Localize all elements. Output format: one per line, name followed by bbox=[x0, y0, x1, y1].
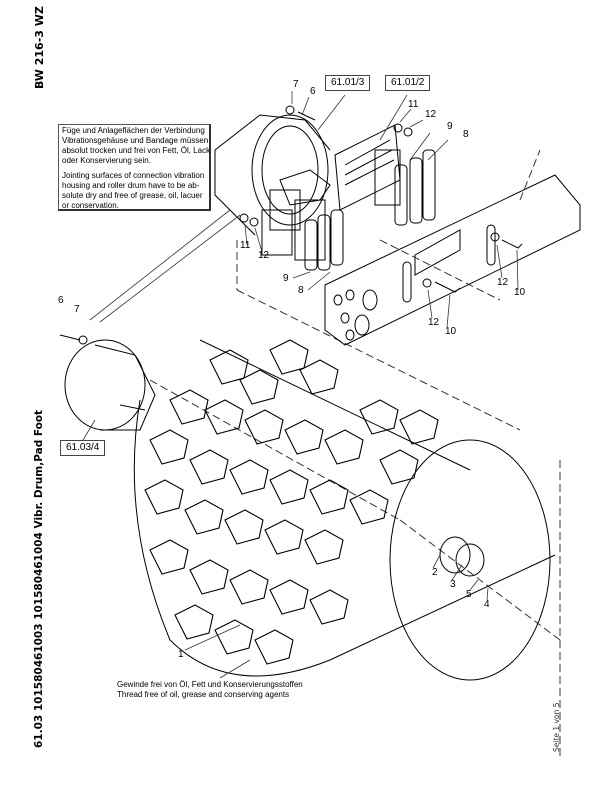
frame-plate bbox=[324, 174, 581, 346]
thread-note-german: Gewinde frei von Öl, Fett und Konservier… bbox=[117, 680, 303, 689]
callout-3: 3 bbox=[450, 579, 456, 590]
rubber-buffer-strips bbox=[261, 124, 436, 271]
callout-7: 7 bbox=[74, 304, 80, 315]
callout-2: 2 bbox=[432, 567, 438, 578]
callout-10: 10 bbox=[514, 287, 526, 298]
reference-box-61-03-4[interactable]: 61.03/4 bbox=[60, 440, 106, 456]
assembly-note-box bbox=[58, 124, 211, 211]
callout-12: 12 bbox=[258, 250, 270, 261]
callout-5: 5 bbox=[466, 589, 472, 600]
callout-11: 11 bbox=[240, 240, 251, 251]
vibration-housing-upper bbox=[214, 114, 331, 236]
page-number: Seite 1 von 5 bbox=[552, 702, 561, 753]
callout-6: 6 bbox=[310, 86, 316, 97]
leader-lines bbox=[79, 91, 519, 679]
model-id: BW 216-3 WZ bbox=[33, 6, 46, 89]
alignment-lines bbox=[149, 149, 561, 760]
vibration-motor-left bbox=[59, 334, 156, 431]
callout-8: 8 bbox=[298, 285, 304, 296]
callout-4: 4 bbox=[484, 599, 490, 610]
callout-11: 11 bbox=[408, 99, 419, 110]
callout-10: 10 bbox=[445, 326, 457, 337]
thread-note-english: Thread free of oil, grease and conservin… bbox=[117, 690, 290, 699]
reference-box-61-01-2[interactable]: 61.01/2 bbox=[385, 75, 431, 91]
assembly-note-english: Jointing surfaces of connection vibratio… bbox=[62, 171, 205, 210]
callout-12: 12 bbox=[497, 277, 509, 288]
assembly-note-german: Füge und Anlageflächen der Verbindung Vi… bbox=[62, 126, 211, 165]
callout-9: 9 bbox=[447, 121, 453, 132]
bolts-and-washers bbox=[239, 105, 523, 293]
document-title: 61.03 101580461003 101580461004 Vibr. Dr… bbox=[33, 409, 45, 748]
reference-box-61-01-3[interactable]: 61.01/3 bbox=[325, 75, 371, 91]
pad-foot-drum bbox=[133, 339, 556, 681]
callout-1: 1 bbox=[178, 649, 184, 660]
callout-7: 7 bbox=[293, 79, 299, 90]
callout-12: 12 bbox=[428, 317, 440, 328]
callout-6: 6 bbox=[58, 295, 64, 306]
callout-8: 8 bbox=[463, 129, 469, 140]
callout-12: 12 bbox=[425, 109, 437, 120]
callout-9: 9 bbox=[283, 273, 289, 284]
